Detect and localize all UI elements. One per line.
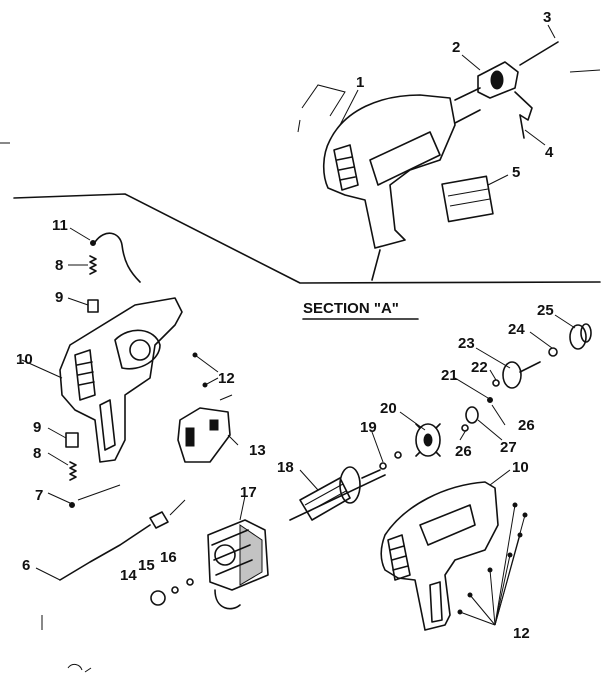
chuck-key-icon (514, 91, 533, 139)
screw-7 (69, 502, 75, 508)
leader-lines-lower (21, 227, 576, 581)
screws-12-left (192, 352, 219, 388)
gear-23-icon (502, 361, 541, 389)
callout-6: 6 (22, 557, 30, 574)
washer-26 (461, 424, 469, 432)
armature-icon (289, 466, 386, 521)
pin-21 (487, 397, 493, 403)
callout-11: 11 (52, 217, 68, 234)
spindle-25-icon (569, 323, 592, 350)
washer-16 (186, 578, 194, 586)
field-motor-icon (207, 519, 269, 610)
cord-11 (90, 232, 141, 283)
callout-19: 19 (360, 419, 377, 436)
callout-13: 13 (249, 442, 266, 459)
cord-set-6 (59, 499, 186, 581)
callout-5: 5 (512, 164, 520, 181)
housing-assembled-icon (380, 481, 499, 631)
brush-holder-9-top (87, 299, 99, 313)
switch-13-icon (177, 394, 233, 463)
callout-4: 4 (545, 144, 554, 161)
washer-19a (379, 462, 387, 470)
label-plate-5 (441, 175, 494, 223)
callout-8-bottom: 8 (33, 445, 41, 462)
callout-23: 23 (458, 335, 475, 352)
callout-20: 20 (380, 400, 397, 417)
brush-holder-9-bottom (65, 432, 79, 448)
screws-12-right (457, 502, 528, 626)
callout-21: 21 (441, 367, 458, 384)
washer-22 (492, 379, 500, 387)
section-label: SECTION "A" (303, 300, 399, 317)
callout-24: 24 (508, 321, 525, 338)
drill-assembly-icon (322, 87, 481, 281)
nut-14 (150, 590, 166, 606)
stray-mark-2 (67, 663, 92, 673)
gear-icon (415, 423, 441, 457)
bearing-27 (465, 406, 479, 424)
callout-14: 14 (120, 567, 137, 584)
callout-18: 18 (277, 459, 294, 476)
callout-1: 1 (356, 74, 364, 91)
spring-8-top (89, 255, 97, 275)
leader-lines-top (339, 24, 556, 186)
washer-24 (548, 347, 558, 357)
callout-12-left: 12 (218, 370, 235, 387)
callout-2: 2 (452, 39, 460, 56)
callout-8-top: 8 (55, 257, 63, 274)
callout-16: 16 (160, 549, 177, 566)
section-divider (0, 69, 601, 284)
callout-25: 25 (537, 302, 554, 319)
callout-26-right: 26 (518, 417, 535, 434)
chuck-icon (477, 41, 559, 99)
label-plate-1 (297, 84, 346, 133)
callout-15: 15 (138, 557, 155, 574)
callout-17: 17 (240, 484, 257, 501)
washer-19b (394, 451, 402, 459)
callout-10-right: 10 (512, 459, 529, 476)
callout-3: 3 (543, 9, 551, 26)
callout-9-top: 9 (55, 289, 63, 306)
callout-26-left: 26 (455, 443, 472, 460)
callout-10-left: 10 (16, 351, 33, 368)
callout-12-right: 12 (513, 625, 530, 642)
spring-8-bottom (69, 461, 77, 481)
callout-numbers: 1 2 3 4 5 6 7 8 8 9 9 10 10 11 12 12 13 … (16, 9, 554, 642)
callout-7: 7 (35, 487, 43, 504)
callout-27: 27 (500, 439, 517, 456)
callout-22: 22 (471, 359, 488, 376)
washer-15 (171, 586, 179, 594)
callout-9-bottom: 9 (33, 419, 41, 436)
housing-half-icon (59, 297, 183, 463)
